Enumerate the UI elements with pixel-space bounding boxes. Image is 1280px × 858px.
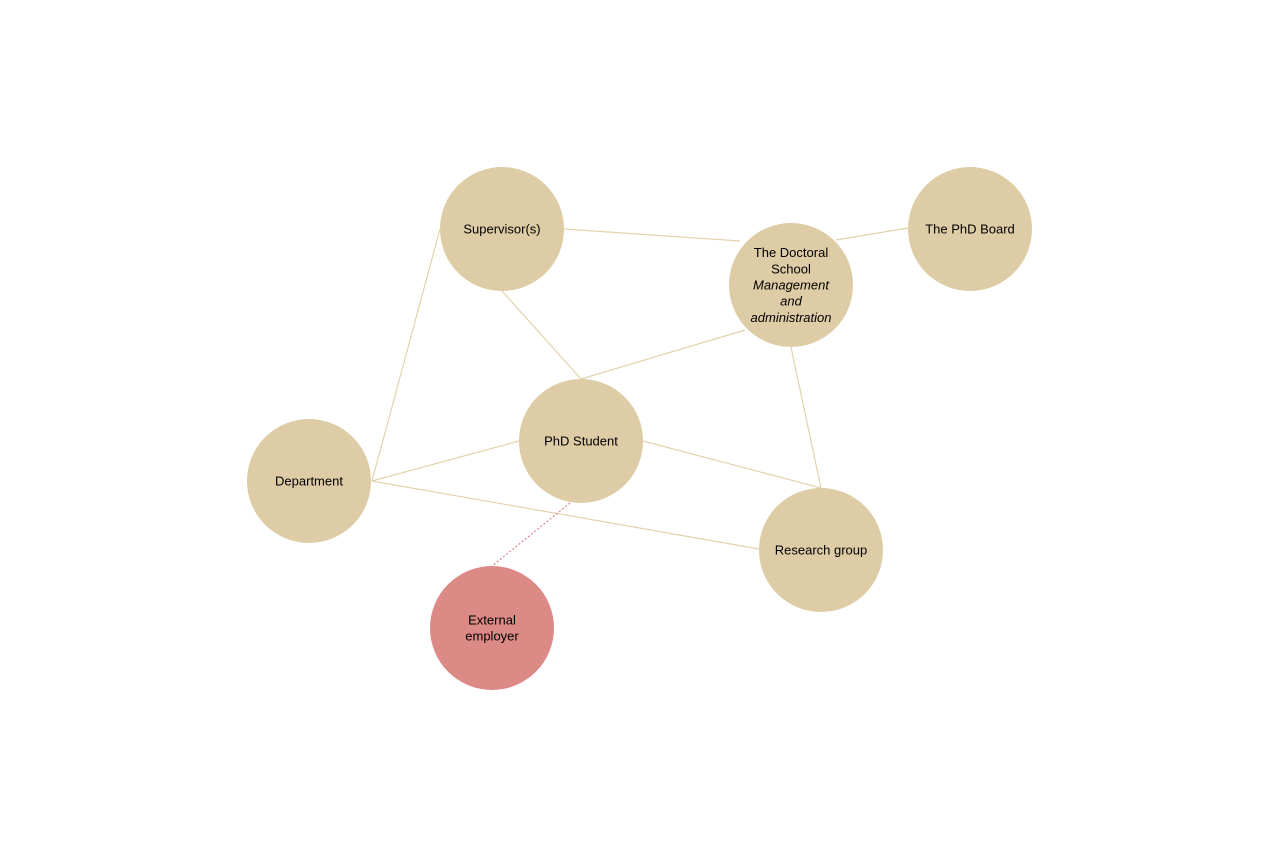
edge-student-doctoral — [580, 329, 746, 380]
node-circle — [759, 488, 883, 612]
node-department[interactable]: Department — [247, 419, 371, 543]
node-label: External — [468, 612, 516, 627]
edge-department-research — [371, 480, 760, 550]
node-supervisor[interactable]: Supervisor(s) — [440, 167, 564, 291]
node-circle — [729, 223, 853, 347]
node-label: Research group — [775, 543, 868, 558]
node-label: Management — [753, 278, 830, 293]
node-label: PhD Student — [544, 434, 618, 449]
edge-department-student — [371, 440, 520, 482]
edge-doctoral-research — [790, 346, 822, 489]
node-doctoral[interactable]: The DoctoralSchoolManagementandadministr… — [729, 223, 853, 347]
node-circle — [430, 566, 554, 690]
node-circle — [519, 379, 643, 503]
node-label: Supervisor(s) — [463, 222, 540, 237]
nodes: Supervisor(s) The DoctoralSchoolManagemen… — [247, 167, 1032, 690]
node-label: Department — [275, 474, 343, 489]
node-student[interactable]: PhD Student — [519, 379, 643, 503]
node-label: and — [780, 294, 802, 309]
node-label: School — [771, 261, 811, 276]
edge-supervisor-student — [501, 290, 582, 380]
edge-supervisor-doctoral — [563, 228, 741, 242]
node-label: employer — [465, 629, 519, 644]
edge-student-research — [642, 440, 822, 489]
node-label: The Doctoral — [754, 245, 829, 260]
edge-supervisor-department — [371, 228, 441, 482]
node-label: The PhD Board — [925, 222, 1015, 237]
edge-student-external — [491, 502, 571, 567]
node-research[interactable]: Research group — [759, 488, 883, 612]
node-circle — [908, 167, 1032, 291]
node-circle — [247, 419, 371, 543]
node-board[interactable]: The PhD Board — [908, 167, 1032, 291]
node-external[interactable]: External employer — [430, 566, 554, 690]
node-label: administration — [751, 310, 832, 325]
edge-doctoral-board — [835, 227, 909, 241]
node-circle — [440, 167, 564, 291]
edges — [371, 227, 909, 567]
